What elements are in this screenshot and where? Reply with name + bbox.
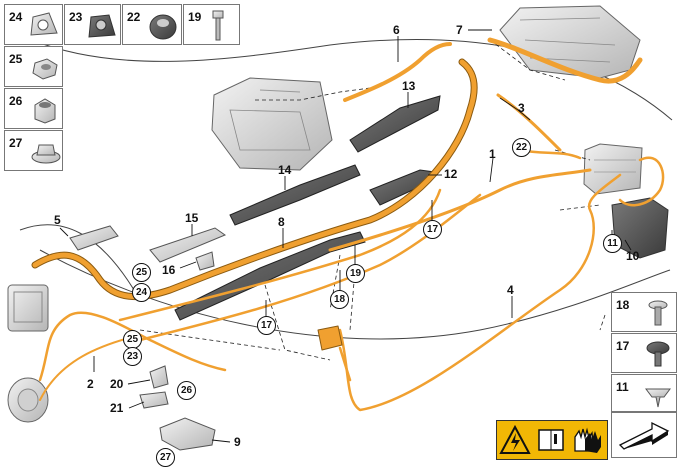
- connector-part-5: [69, 225, 119, 251]
- part-number: 24: [9, 10, 23, 24]
- holder-part-16: [195, 251, 215, 271]
- part-number: 25: [9, 52, 23, 66]
- bracket-part-15: [149, 227, 227, 263]
- part-box-19: 19: [183, 4, 240, 45]
- nut-icon: [34, 98, 56, 124]
- circled-callout-17: 17: [423, 220, 442, 239]
- circled-callout-25: 25: [132, 263, 151, 282]
- clip-icon: [645, 388, 671, 408]
- bracket-part-21: [139, 391, 169, 409]
- cover-part-10: [611, 197, 669, 259]
- duct-part-14: [229, 164, 361, 226]
- callout-8: 8: [278, 215, 285, 229]
- leader-lines: [59, 29, 632, 443]
- callout-16: 16: [162, 263, 176, 277]
- callout-9: 9: [234, 435, 241, 449]
- part-box-25: 25: [4, 46, 63, 87]
- nut-icon: [32, 58, 58, 80]
- callout-6: 6: [393, 23, 400, 37]
- forward-arrow-icon: [618, 421, 670, 450]
- vehicle-outline-front: [19, 224, 141, 301]
- part-box-26: 26: [4, 88, 63, 129]
- circled-callout-17: 17: [257, 316, 276, 335]
- part-box-11: 11: [611, 374, 677, 412]
- gloves-icon: [574, 427, 601, 453]
- part-box-27: 27: [4, 130, 63, 171]
- duct-part-8: [174, 231, 366, 321]
- high-voltage-icon: [499, 424, 531, 454]
- callout-5: 5: [54, 213, 61, 227]
- part-number: 18: [616, 298, 630, 312]
- warning-symbols: [499, 424, 601, 454]
- part-number: 23: [69, 10, 83, 24]
- part-box-24: 24: [4, 4, 63, 45]
- circled-callout-24: 24: [132, 283, 151, 302]
- manual-icon: [538, 429, 564, 451]
- screw-icon: [646, 341, 670, 367]
- flange-nut-icon: [31, 144, 61, 164]
- electric-motor: [7, 284, 49, 332]
- callout-2: 2: [87, 377, 94, 391]
- ac-compressor: [7, 377, 49, 423]
- part-number: 22: [127, 10, 141, 24]
- callout-7: 7: [456, 23, 463, 37]
- circled-callout-11: 11: [603, 234, 622, 253]
- circled-callout-19: 19: [346, 264, 365, 283]
- bolt-icon: [212, 10, 224, 41]
- part-number: 11: [616, 380, 629, 394]
- callout-13: 13: [402, 79, 416, 93]
- circled-callout-27: 27: [156, 448, 175, 467]
- circled-callout-26: 26: [177, 381, 196, 400]
- power-electronics-unit: [499, 5, 641, 79]
- part-box-18: 18: [611, 292, 677, 332]
- duct-part-13: [349, 95, 441, 153]
- part-box-23: 23: [64, 4, 121, 45]
- grommet-icon: [88, 14, 116, 38]
- part-number: 19: [188, 10, 202, 24]
- circled-callout-23: 23: [123, 347, 142, 366]
- callout-14: 14: [278, 163, 292, 177]
- callout-10: 10: [626, 249, 640, 263]
- callout-3: 3: [518, 101, 525, 115]
- legend-arrow-box: [611, 412, 677, 458]
- engine-block: [211, 77, 333, 171]
- callout-4: 4: [507, 283, 514, 297]
- part-number: 26: [9, 94, 23, 108]
- grommet-icon: [30, 12, 58, 36]
- callout-20: 20: [110, 377, 124, 391]
- part-number: 27: [9, 136, 23, 150]
- circled-callout-18: 18: [330, 290, 349, 309]
- shield-part-9: [159, 417, 216, 451]
- converter-unit: [583, 143, 643, 195]
- grommet-icon: [149, 14, 177, 40]
- high-voltage-warning-label: [496, 420, 608, 460]
- callout-12: 12: [444, 167, 458, 181]
- part-box-17: 17: [611, 333, 677, 373]
- callout-15: 15: [185, 211, 199, 225]
- circled-callout-22: 22: [512, 138, 531, 157]
- bracket-part-20: [149, 365, 169, 389]
- hv-cables: [31, 37, 665, 412]
- callout-1: 1: [489, 147, 496, 161]
- part-number: 17: [616, 339, 630, 353]
- callout-21: 21: [110, 401, 124, 415]
- part-box-22: 22: [122, 4, 182, 45]
- screw-icon: [648, 300, 668, 326]
